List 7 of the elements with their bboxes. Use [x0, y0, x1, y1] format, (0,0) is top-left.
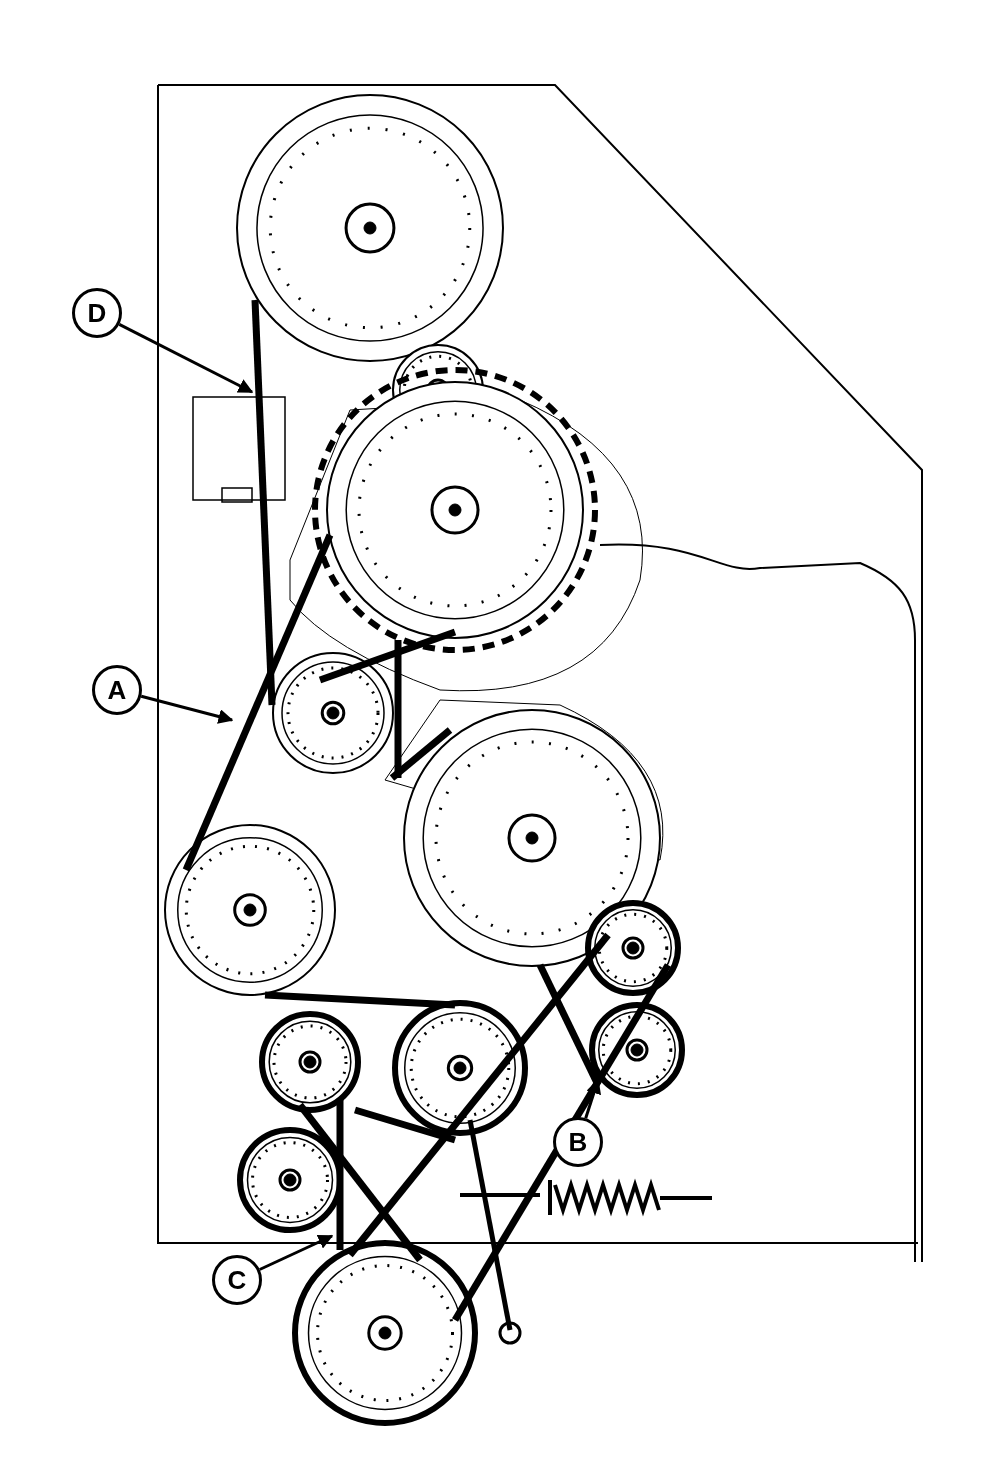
leader-line [140, 694, 234, 724]
callout-letter: B [553, 1117, 603, 1167]
callout-letter: A [92, 665, 142, 715]
callout-letter: D [72, 288, 122, 338]
leader-line [259, 1234, 334, 1271]
leader-line [118, 323, 254, 394]
callout-letter: C [212, 1255, 262, 1305]
